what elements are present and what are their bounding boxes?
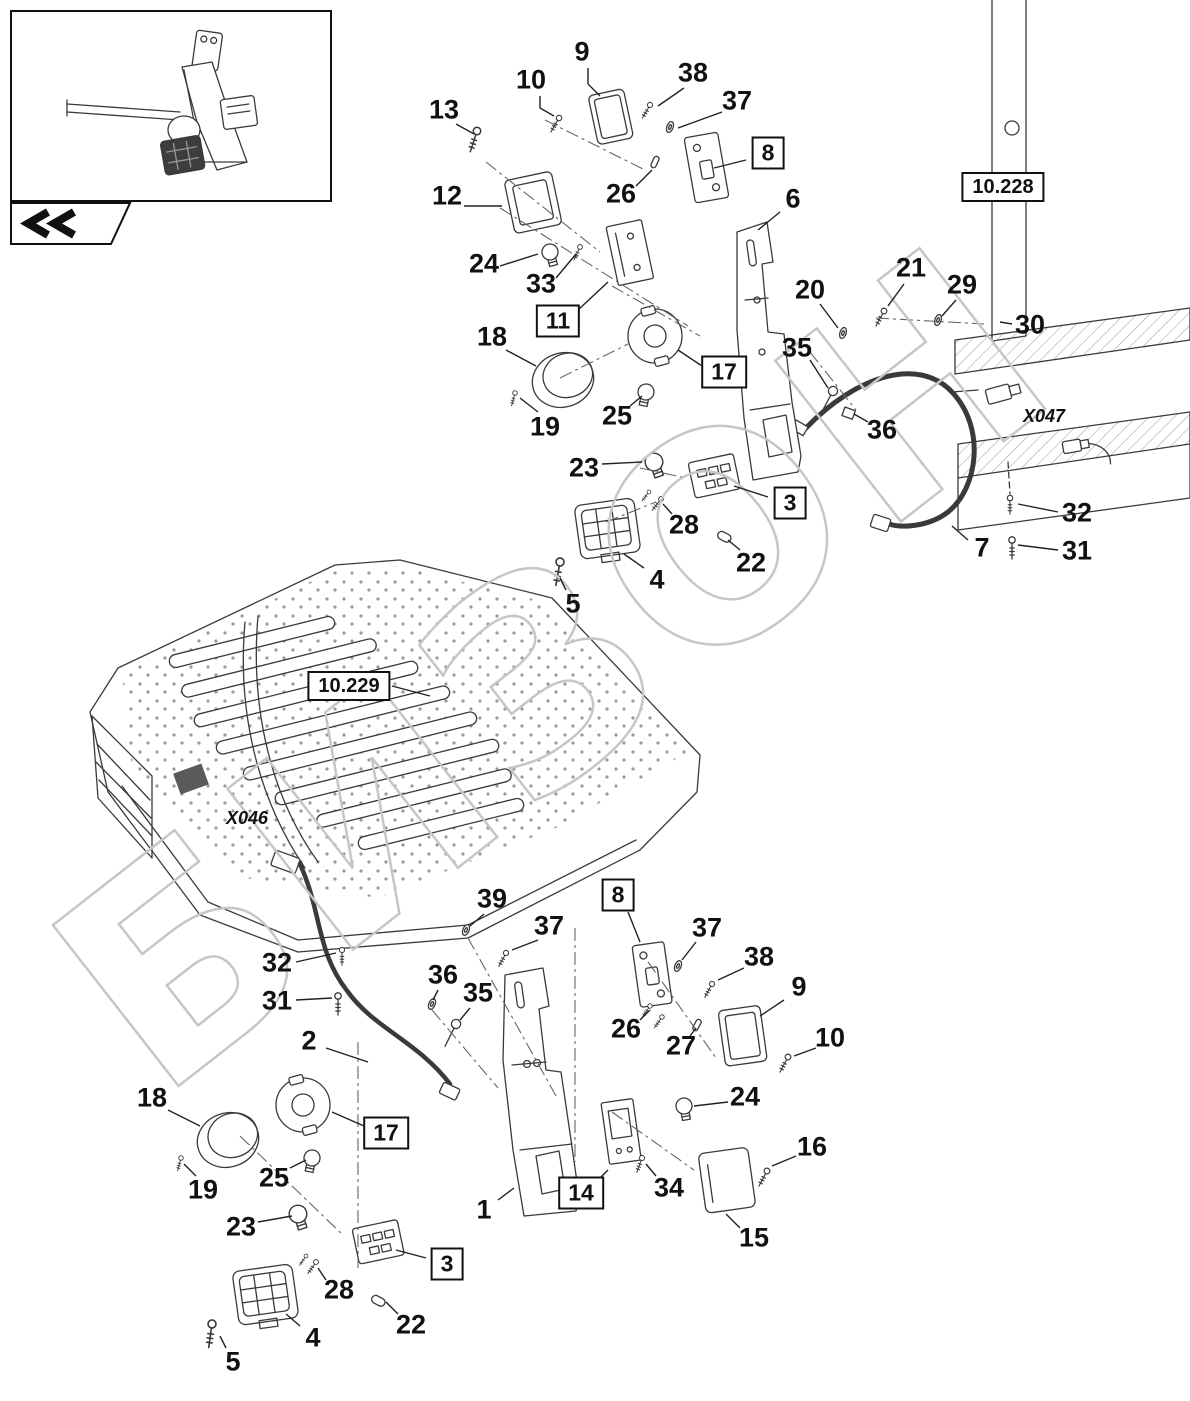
callout-24: 24 xyxy=(729,1081,761,1112)
callout-11: 11 xyxy=(535,304,581,338)
callout-28: 28 xyxy=(323,1274,355,1305)
assembly-preview-thumbnail xyxy=(10,10,332,202)
callout-23: 23 xyxy=(568,452,600,483)
double-chevron-left-icon xyxy=(19,208,76,239)
callout-4: 4 xyxy=(305,1322,321,1353)
callout-13: 13 xyxy=(428,94,460,125)
callout-16: 16 xyxy=(796,1131,828,1162)
callout-9: 9 xyxy=(791,971,807,1002)
callout-30: 30 xyxy=(1014,309,1046,340)
callout-23: 23 xyxy=(225,1211,257,1242)
callout-18: 18 xyxy=(476,321,508,352)
callout-22: 22 xyxy=(395,1309,427,1340)
callout-15: 15 xyxy=(738,1222,770,1253)
callout-4: 4 xyxy=(649,564,665,595)
callout-8: 8 xyxy=(601,878,635,912)
callout-5: 5 xyxy=(565,588,581,619)
callout-10: 10 xyxy=(814,1022,846,1053)
back-navigation-button[interactable] xyxy=(10,202,132,251)
callout-26: 26 xyxy=(605,178,637,209)
callout-29: 29 xyxy=(946,269,978,300)
callout-26: 26 xyxy=(610,1013,642,1044)
callout-1: 1 xyxy=(476,1194,492,1225)
callout-10: 10 xyxy=(515,64,547,95)
callout-17: 17 xyxy=(363,1116,409,1150)
callout-18: 18 xyxy=(136,1082,168,1113)
callout-28: 28 xyxy=(668,509,700,540)
callout-7: 7 xyxy=(974,532,990,563)
callout-25: 25 xyxy=(601,400,633,431)
callout-24: 24 xyxy=(468,248,500,279)
callout-38: 38 xyxy=(743,941,775,972)
callout-9: 9 xyxy=(574,36,590,67)
callout-36: 36 xyxy=(866,414,898,445)
preview-drawing xyxy=(66,29,259,176)
callout-14: 14 xyxy=(558,1176,604,1210)
callout-37: 37 xyxy=(721,85,753,116)
ref-box-10.228[interactable]: 10.228 xyxy=(961,172,1045,202)
callout-31: 31 xyxy=(1061,535,1093,566)
callout-27: 27 xyxy=(665,1030,697,1061)
callout-22: 22 xyxy=(735,547,767,578)
callout-37: 37 xyxy=(533,910,565,941)
callout-34: 34 xyxy=(653,1172,685,1203)
callout-25: 25 xyxy=(258,1162,290,1193)
callout-12: 12 xyxy=(431,180,463,211)
callout-20: 20 xyxy=(794,274,826,305)
callout-17: 17 xyxy=(701,355,747,389)
callout-21: 21 xyxy=(895,252,927,283)
callout-19: 19 xyxy=(187,1174,219,1205)
callout-19: 19 xyxy=(529,411,561,442)
callout-33: 33 xyxy=(525,268,557,299)
callout-6: 6 xyxy=(785,183,801,214)
callout-2: 2 xyxy=(301,1025,317,1056)
callout-X047: X047 xyxy=(1022,406,1066,426)
callout-39: 39 xyxy=(476,883,508,914)
callout-31: 31 xyxy=(261,985,293,1016)
callout-36: 36 xyxy=(427,959,459,990)
callout-35: 35 xyxy=(781,332,813,363)
callout-3: 3 xyxy=(773,486,807,520)
callout-X046: X046 xyxy=(225,808,269,828)
callout-8: 8 xyxy=(751,136,785,170)
callout-38: 38 xyxy=(677,57,709,88)
callout-32: 32 xyxy=(261,947,293,978)
callout-37: 37 xyxy=(691,912,723,943)
callout-32: 32 xyxy=(1061,497,1093,528)
callout-3: 3 xyxy=(430,1247,464,1281)
ref-box-10.229[interactable]: 10.229 xyxy=(307,671,391,701)
callout-35: 35 xyxy=(462,977,494,1008)
callout-5: 5 xyxy=(225,1346,241,1377)
